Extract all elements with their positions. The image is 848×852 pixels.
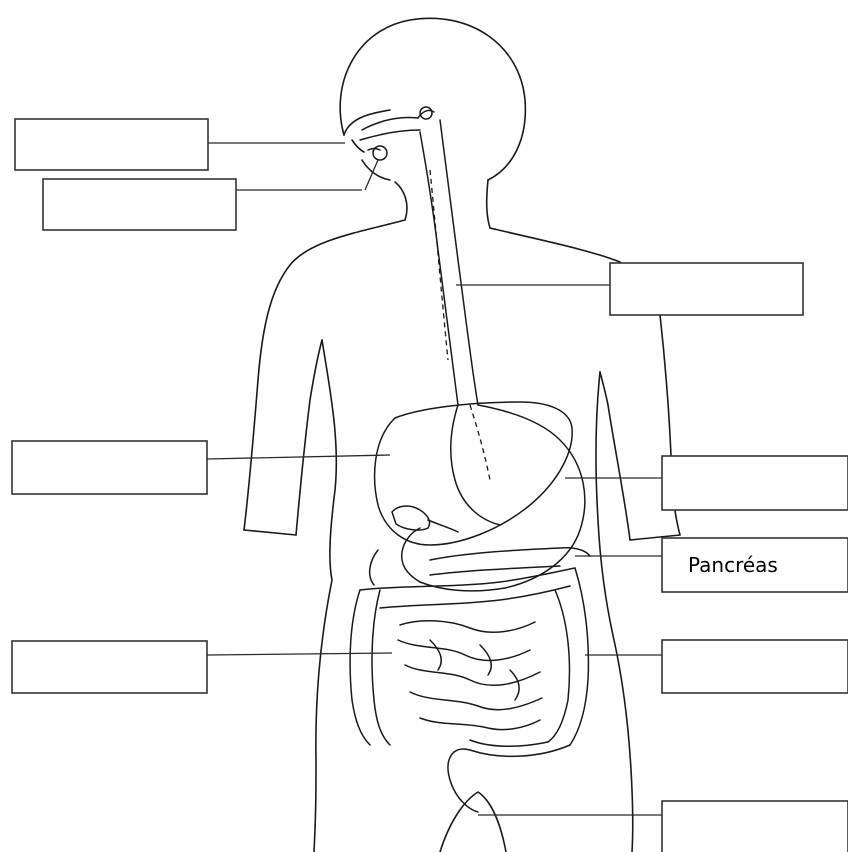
label-box-5[interactable] [662, 456, 848, 510]
stomach [370, 405, 585, 591]
label-box-1[interactable] [15, 119, 208, 170]
leader-lines [207, 143, 662, 815]
label-box-4[interactable] [12, 441, 207, 494]
large-intestine [350, 568, 588, 812]
label-box-3[interactable] [610, 263, 803, 315]
label-boxes: Pancréas [12, 119, 848, 852]
esophagus [420, 120, 478, 405]
liver [375, 402, 573, 545]
small-intestine [398, 621, 542, 730]
label-box-2[interactable] [43, 179, 236, 230]
leader-line [207, 455, 390, 459]
label-box-8[interactable] [662, 640, 848, 693]
leader-line [207, 653, 392, 655]
label-box-7[interactable] [12, 641, 207, 693]
svg-text:Pancréas: Pancréas [688, 553, 778, 577]
label-box-pancreas[interactable]: Pancréas [662, 538, 848, 592]
pancreas [430, 548, 590, 575]
label-box-9[interactable] [662, 801, 848, 852]
